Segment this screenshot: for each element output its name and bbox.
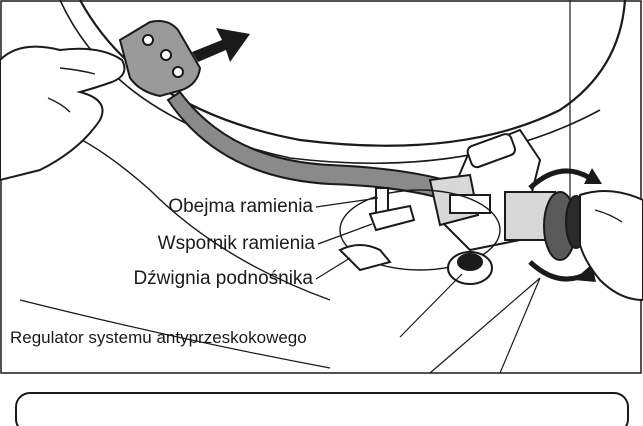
callout-box	[15, 392, 629, 426]
arm-rest-parts	[338, 187, 416, 272]
anti-skating-label: Regulator systemu antyprzeskokowego	[10, 328, 307, 347]
left-hand	[0, 45, 126, 182]
arm-clamp-label: Obejma ramienia	[168, 196, 313, 217]
leader-lines	[315, 0, 571, 374]
lift-lever-label: Dźwignia podnośnika	[133, 268, 313, 289]
headshell	[118, 20, 202, 98]
right-hand	[579, 190, 643, 302]
rotation-arrowhead-top	[584, 168, 602, 184]
direction-arrow-icon	[192, 28, 250, 62]
arm-rest-label: Wspornik ramienia	[157, 233, 315, 254]
